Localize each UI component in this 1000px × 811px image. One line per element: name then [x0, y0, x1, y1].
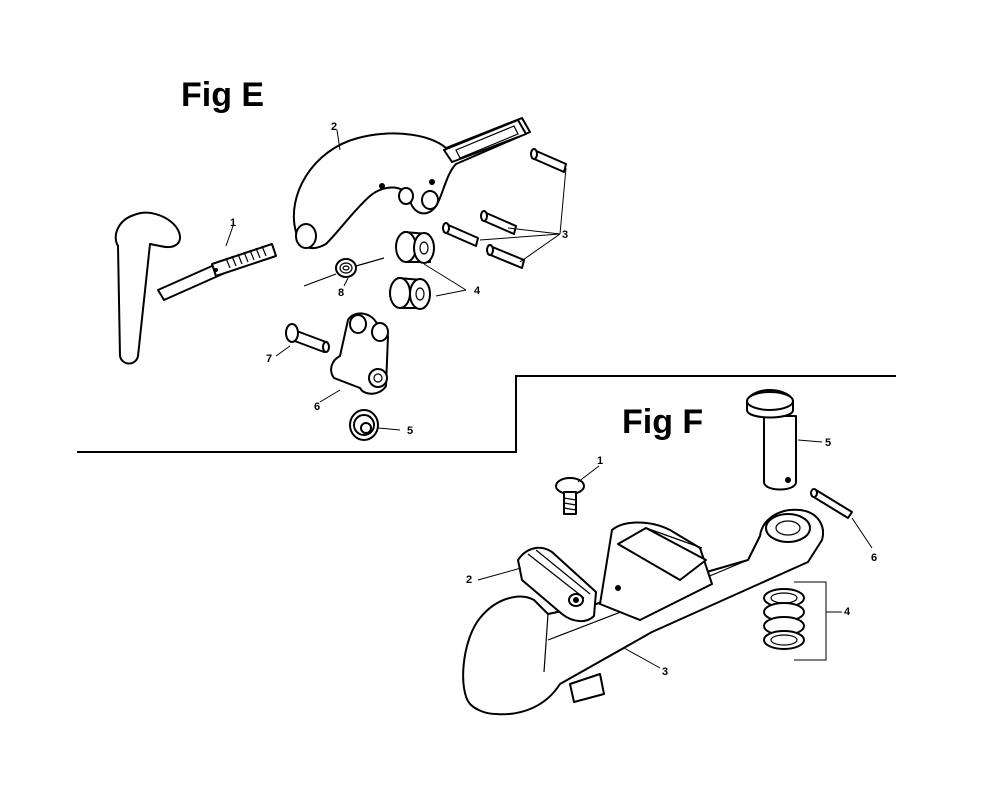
- fig-e-part-5-wheel: [349, 409, 379, 441]
- fig-f-part-4-spring: [763, 588, 805, 650]
- fig-e-callout-2: 2: [331, 121, 337, 133]
- fig-e-callout-6: 6: [314, 401, 320, 413]
- fig-f-title: Fig F: [622, 403, 703, 441]
- fig-f-part-1-screw: [555, 477, 585, 515]
- fig-e-callout-8: 8: [338, 287, 344, 299]
- fig-e-part-7-bolt: [285, 323, 330, 353]
- fig-f-callout-1: 1: [597, 455, 603, 467]
- fig-e-title: Fig E: [181, 76, 264, 114]
- fig-e-callout-7: 7: [266, 353, 272, 365]
- fig-e-part-8-spring: [303, 257, 385, 287]
- fig-e-part-4-rollers: [389, 231, 435, 310]
- fig-f-part-2-jaw: [517, 546, 597, 622]
- fig-f-callout-6: 6: [871, 552, 877, 564]
- fig-e-part-6-link: [330, 312, 389, 395]
- fig-e-callout-5: 5: [407, 425, 413, 437]
- fig-e-callout-3: 3: [562, 229, 568, 241]
- fig-e-part-2-frame: [292, 117, 531, 249]
- fig-e-part-1-feed-screw: [114, 211, 277, 365]
- fig-f-callout-3: 3: [662, 666, 668, 678]
- fig-f-part-6-pin: [810, 488, 853, 519]
- fig-f-leaders: [477, 439, 873, 669]
- fig-e-callout-1: 1: [230, 217, 236, 229]
- fig-f-callout-4: 4: [844, 606, 851, 618]
- fig-f-part-3-handle: [462, 508, 824, 716]
- fig-e-callout-4: 4: [474, 285, 481, 297]
- fig-f: Fig F: [462, 389, 877, 716]
- fig-e: Fig E: [114, 76, 568, 441]
- section-divider: [77, 375, 896, 453]
- fig-f-callout-5: 5: [825, 437, 831, 449]
- fig-e-leaders: [225, 129, 567, 431]
- fig-e-part-3-pins: [442, 148, 567, 269]
- fig-f-callout-2: 2: [466, 574, 472, 586]
- fig-f-part-5-pivot-pin: [746, 389, 797, 491]
